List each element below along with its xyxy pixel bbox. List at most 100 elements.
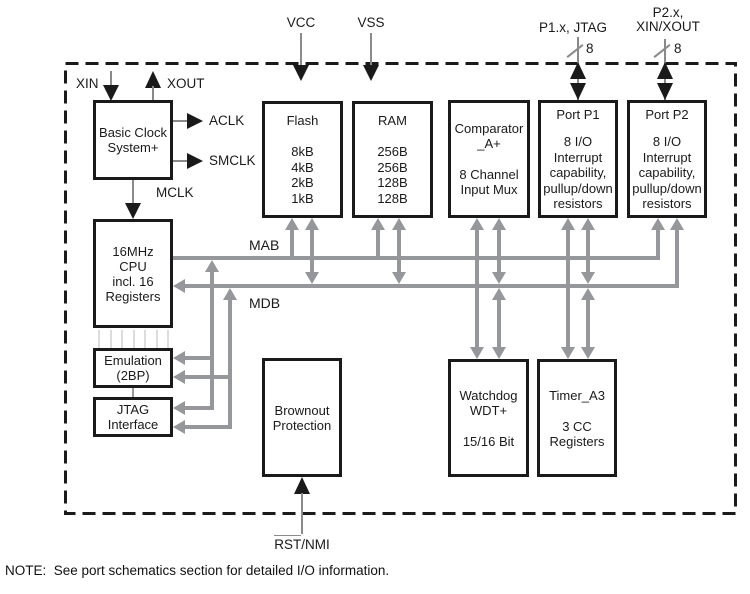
vcc-label: VCC — [286, 15, 316, 30]
p1-bus-width-label: 8 — [586, 41, 594, 56]
block-brownout: Brownout Protection — [262, 358, 342, 477]
bus-arrowhead — [492, 347, 506, 359]
vss-arrow-icon — [363, 65, 379, 81]
bus-arrowhead — [223, 288, 237, 300]
xin-arrow-icon — [103, 85, 119, 101]
mab-label: MAB — [249, 237, 280, 253]
smclk-arrow-icon — [187, 153, 203, 169]
mdb-label: MDB — [249, 295, 281, 311]
block-emulation: Emulation (2BP) — [93, 348, 173, 388]
block-label: Comparator — [454, 121, 524, 136]
block-label: CPU — [119, 258, 147, 274]
block-label: (2BP) — [116, 368, 150, 383]
block-label: Basic Clock — [99, 125, 167, 140]
p2-arrow-up-icon — [657, 62, 673, 79]
bus-line-segment — [228, 299, 232, 429]
block-watchdog: Watchdog WDT+ 15/16 Bit — [448, 359, 529, 477]
block-label: Registers — [549, 433, 605, 449]
bus-line-segment — [210, 271, 214, 410]
bus-line-segment — [497, 299, 501, 347]
bus-line-segment — [184, 375, 230, 379]
bus-arrowhead — [285, 218, 299, 230]
cpu-emulation-link — [98, 330, 100, 349]
bus-arrowhead — [561, 218, 575, 230]
bus-line-segment — [586, 299, 590, 347]
bus-arrowhead — [173, 370, 185, 384]
block-label: Protection — [272, 417, 332, 433]
mdb-to-cpu-arrowhead — [173, 279, 185, 293]
xout-line — [152, 86, 154, 100]
bus-arrowhead — [305, 218, 319, 230]
bus-line-segment — [566, 229, 570, 347]
rst-nmi-label: RST/NMI — [262, 535, 342, 552]
bus-line-segment — [497, 229, 501, 273]
bus-arrowhead — [305, 272, 319, 284]
block-label: 3 CC — [562, 418, 592, 434]
block-label: incl. 16 — [112, 273, 154, 289]
vss-line — [370, 33, 372, 66]
bus-arrowhead — [173, 420, 185, 434]
block-jtag-interface: JTAG Interface — [93, 397, 173, 437]
bus-arrowhead — [581, 218, 595, 230]
block-label: Interrupt — [642, 149, 692, 165]
bus-arrowhead — [173, 401, 185, 415]
smclk-label: SMCLK — [209, 153, 256, 168]
block-label: Interface — [107, 417, 159, 432]
block-label: WDT+ — [469, 402, 508, 418]
bus-line-segment — [475, 229, 479, 347]
block-flash: Flash 8kB 4kB 2kB 1kB — [262, 101, 343, 218]
block-label: _A+ — [477, 136, 501, 151]
bus-line-segment — [397, 229, 401, 273]
block-label: pullup/down — [543, 180, 613, 196]
block-label: 8 I/O — [652, 134, 682, 149]
cpu-emulation-link — [121, 330, 123, 349]
bus-arrowhead — [670, 218, 684, 230]
block-port-p2: Port P2 8 I/O Interrupt capability, pull… — [627, 100, 707, 218]
vcc-arrow-icon — [293, 65, 309, 81]
bus-arrowhead — [392, 218, 406, 230]
block-label: Watchdog — [459, 387, 518, 403]
mclk-label: MCLK — [156, 185, 194, 200]
bus-line-segment — [184, 406, 212, 410]
bus-arrowhead — [470, 347, 484, 359]
bus-arrowhead — [470, 218, 484, 230]
rst-arrow-icon — [294, 477, 310, 494]
p1-pin-label: P1.x, JTAG — [538, 20, 607, 35]
p1-arrow-up-icon — [570, 62, 586, 79]
block-ram: RAM 256B 256B 128B 128B — [352, 101, 433, 218]
p2-arrow-down-icon — [657, 83, 673, 100]
block-label: pullup/down — [632, 180, 702, 196]
aclk-arrow-icon — [187, 113, 203, 129]
mclk-arrow-icon — [125, 203, 141, 219]
block-label: capability, — [549, 165, 607, 180]
ram-size: 128B — [377, 175, 408, 190]
bus-arrowhead — [173, 351, 185, 365]
nmi-label: /NMI — [301, 537, 330, 552]
note-text: NOTE: See port schematics section for de… — [5, 563, 390, 578]
bus-line-segment — [586, 229, 590, 273]
mclk-line — [132, 180, 134, 204]
block-title: Flash — [286, 113, 319, 128]
block-port-p1: Port P1 8 I/O Interrupt capability, pull… — [538, 100, 618, 218]
bus-arrowhead — [581, 288, 595, 300]
bus-arrowhead — [492, 218, 506, 230]
aclk-line — [173, 120, 187, 122]
xout-label: XOUT — [167, 76, 205, 91]
cpu-emulation-link — [167, 330, 169, 349]
bus-arrowhead — [392, 272, 406, 284]
block-label: Registers — [105, 288, 161, 304]
bus-arrowhead — [492, 288, 506, 300]
vss-label: VSS — [357, 15, 385, 30]
vcc-line — [300, 33, 302, 66]
emulation-jtag-link — [132, 388, 134, 397]
block-label: resistors — [553, 196, 603, 211]
block-cpu: 16MHz CPU incl. 16 Registers — [93, 219, 173, 328]
p1-arrow-down-icon — [570, 83, 586, 100]
block-label: resistors — [642, 196, 692, 211]
rst-line — [301, 493, 303, 534]
cpu-emulation-link — [133, 330, 135, 349]
block-timer-a3: Timer_A3 3 CC Registers — [537, 359, 617, 477]
block-comparator: Comparator _A+ 8 Channel Input Mux — [448, 100, 530, 218]
block-label: Input Mux — [460, 182, 518, 197]
